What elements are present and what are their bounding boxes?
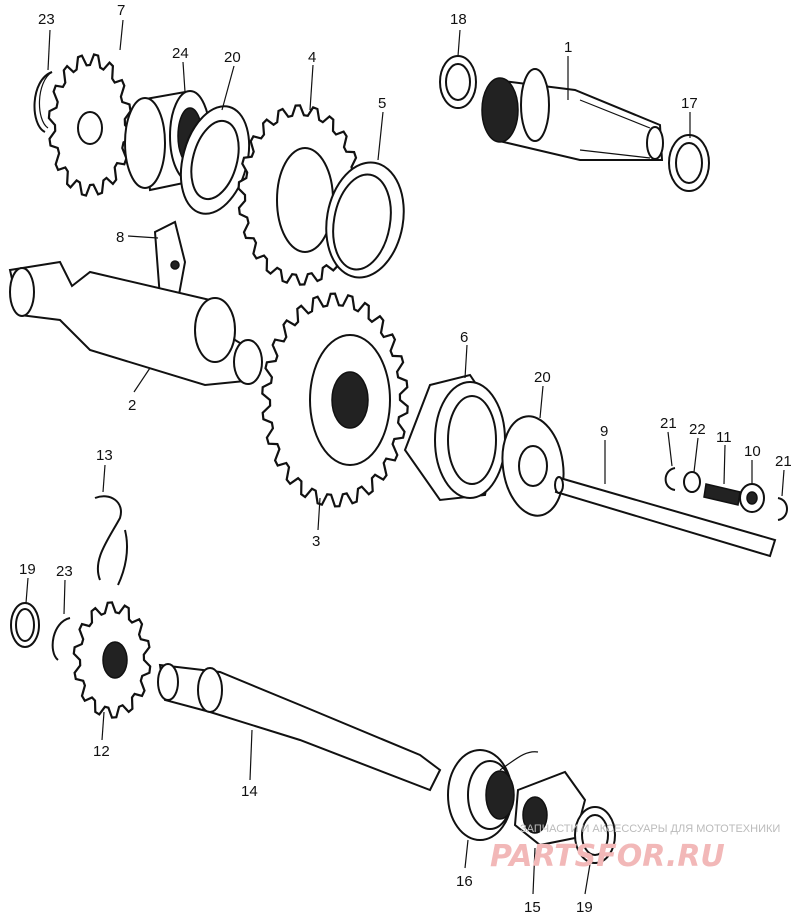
washer-19-left (10, 602, 40, 648)
callout-12: 12 (93, 743, 110, 760)
hub-6 (403, 373, 506, 502)
ring-5 (325, 161, 405, 279)
callout-4: 4 (308, 49, 316, 66)
callout-21-right: 21 (775, 453, 792, 470)
washer-22 (683, 471, 701, 493)
rod-9 (554, 476, 777, 558)
watermark: ЗАПЧАСТИ И АКСЕССУАРЫ ДЛЯ МОТОТЕХНИКИ PA… (490, 823, 780, 874)
callout-11: 11 (716, 429, 732, 446)
watermark-logo: PARTSFOR.RU (490, 839, 725, 874)
washer-17 (668, 134, 710, 192)
callout-19-left: 19 (19, 561, 36, 578)
clip-21-left (664, 467, 676, 491)
sprocket-7 (47, 53, 133, 197)
callout-20-top: 20 (224, 49, 241, 66)
callout-18: 18 (450, 11, 467, 28)
spring-11 (703, 483, 741, 506)
callout-9: 9 (600, 423, 608, 440)
nut-10 (739, 483, 765, 513)
shaft-1 (481, 68, 664, 161)
callout-13: 13 (96, 447, 113, 464)
callout-17: 17 (681, 95, 698, 112)
callout-20-mid: 20 (534, 369, 551, 386)
callout-7: 7 (117, 2, 125, 19)
callout-3: 3 (312, 533, 320, 550)
circlip-23-bottom (51, 617, 71, 661)
ratchet-15 (513, 770, 587, 847)
washer-20-mid (501, 415, 565, 517)
callout-5: 5 (378, 95, 386, 112)
callout-23-bottom: 23 (56, 563, 73, 580)
callout-16: 16 (456, 873, 473, 890)
callout-19-right: 19 (576, 899, 593, 916)
washer-18 (439, 55, 477, 109)
callout-22: 22 (689, 421, 706, 438)
circlip-23-top (33, 71, 53, 133)
spring-13 (94, 495, 128, 586)
callout-10: 10 (744, 443, 761, 460)
gear-12 (72, 601, 152, 719)
fork-8 (153, 220, 187, 302)
callout-24: 24 (172, 45, 189, 62)
callout-14: 14 (241, 783, 258, 800)
callout-15: 15 (524, 899, 541, 916)
callout-6: 6 (460, 329, 468, 346)
callout-2: 2 (128, 397, 136, 414)
shaft-2 (8, 260, 263, 387)
callout-23-top: 23 (38, 11, 55, 28)
callout-1: 1 (564, 39, 572, 56)
gear-3 (261, 292, 409, 508)
shaft-14 (157, 663, 442, 792)
spring-16 (447, 749, 539, 841)
watermark-caption: ЗАПЧАСТИ И АКСЕССУАРЫ ДЛЯ МОТОТЕХНИКИ (520, 823, 780, 835)
callout-labels: 23 7 24 20 4 5 18 1 17 8 2 3 6 20 9 21 2… (19, 2, 792, 916)
leader-lines (25, 19, 785, 895)
washer-19-right (574, 806, 616, 864)
clip-21-right (777, 497, 788, 521)
callout-8: 8 (116, 229, 124, 246)
callout-21-left: 21 (660, 415, 677, 432)
